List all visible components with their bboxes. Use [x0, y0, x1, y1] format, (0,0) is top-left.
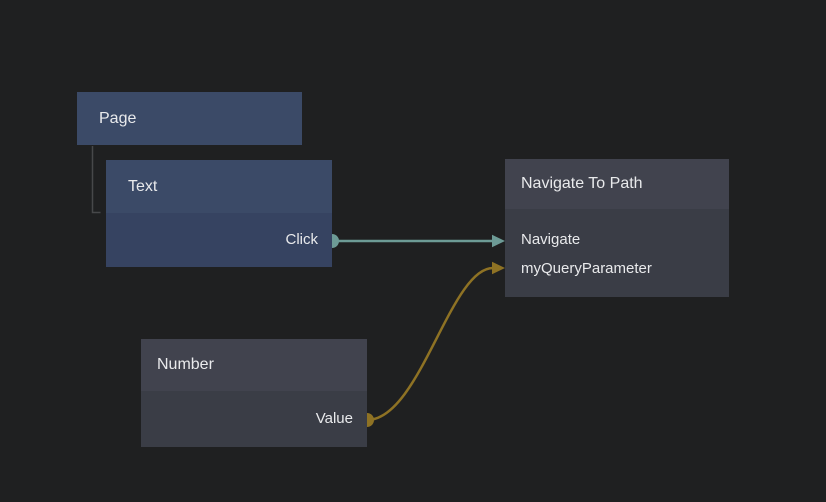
arrowhead-myqueryparameter-input-icon [492, 261, 505, 275]
connection-value-to-myqueryparameter[interactable] [360, 261, 505, 427]
node-number-header[interactable]: Number [141, 339, 367, 391]
node-text[interactable]: Text Click [106, 160, 332, 267]
node-text-ports: Click [106, 213, 332, 267]
port-row-click[interactable]: Click [285, 231, 319, 248]
node-text-title: Text [128, 177, 158, 195]
port-row-value[interactable]: Value [315, 410, 353, 427]
node-navigate-to-path-ports: Navigate myQueryParameter [505, 209, 729, 297]
connection-click-to-navigate[interactable] [325, 234, 505, 248]
node-page-header[interactable]: Page [77, 92, 302, 145]
tree-connector-line [91, 146, 101, 214]
data-wire[interactable] [366, 266, 494, 422]
node-navigate-to-path-title: Navigate To Path [521, 175, 643, 192]
port-row-navigate[interactable]: Navigate [521, 231, 581, 248]
node-navigate-to-path-header[interactable]: Navigate To Path [505, 159, 729, 209]
node-number[interactable]: Number Value [141, 339, 367, 447]
node-number-ports: Value [141, 391, 367, 447]
node-page[interactable]: Page [77, 92, 302, 145]
node-navigate-to-path[interactable]: Navigate To Path Navigate myQueryParamet… [505, 159, 729, 297]
arrowhead-navigate-input-icon [492, 234, 505, 248]
node-text-header[interactable]: Text [106, 160, 332, 213]
node-number-title: Number [157, 356, 214, 373]
port-row-myqueryparameter[interactable]: myQueryParameter [521, 260, 652, 277]
node-page-title: Page [99, 109, 137, 127]
